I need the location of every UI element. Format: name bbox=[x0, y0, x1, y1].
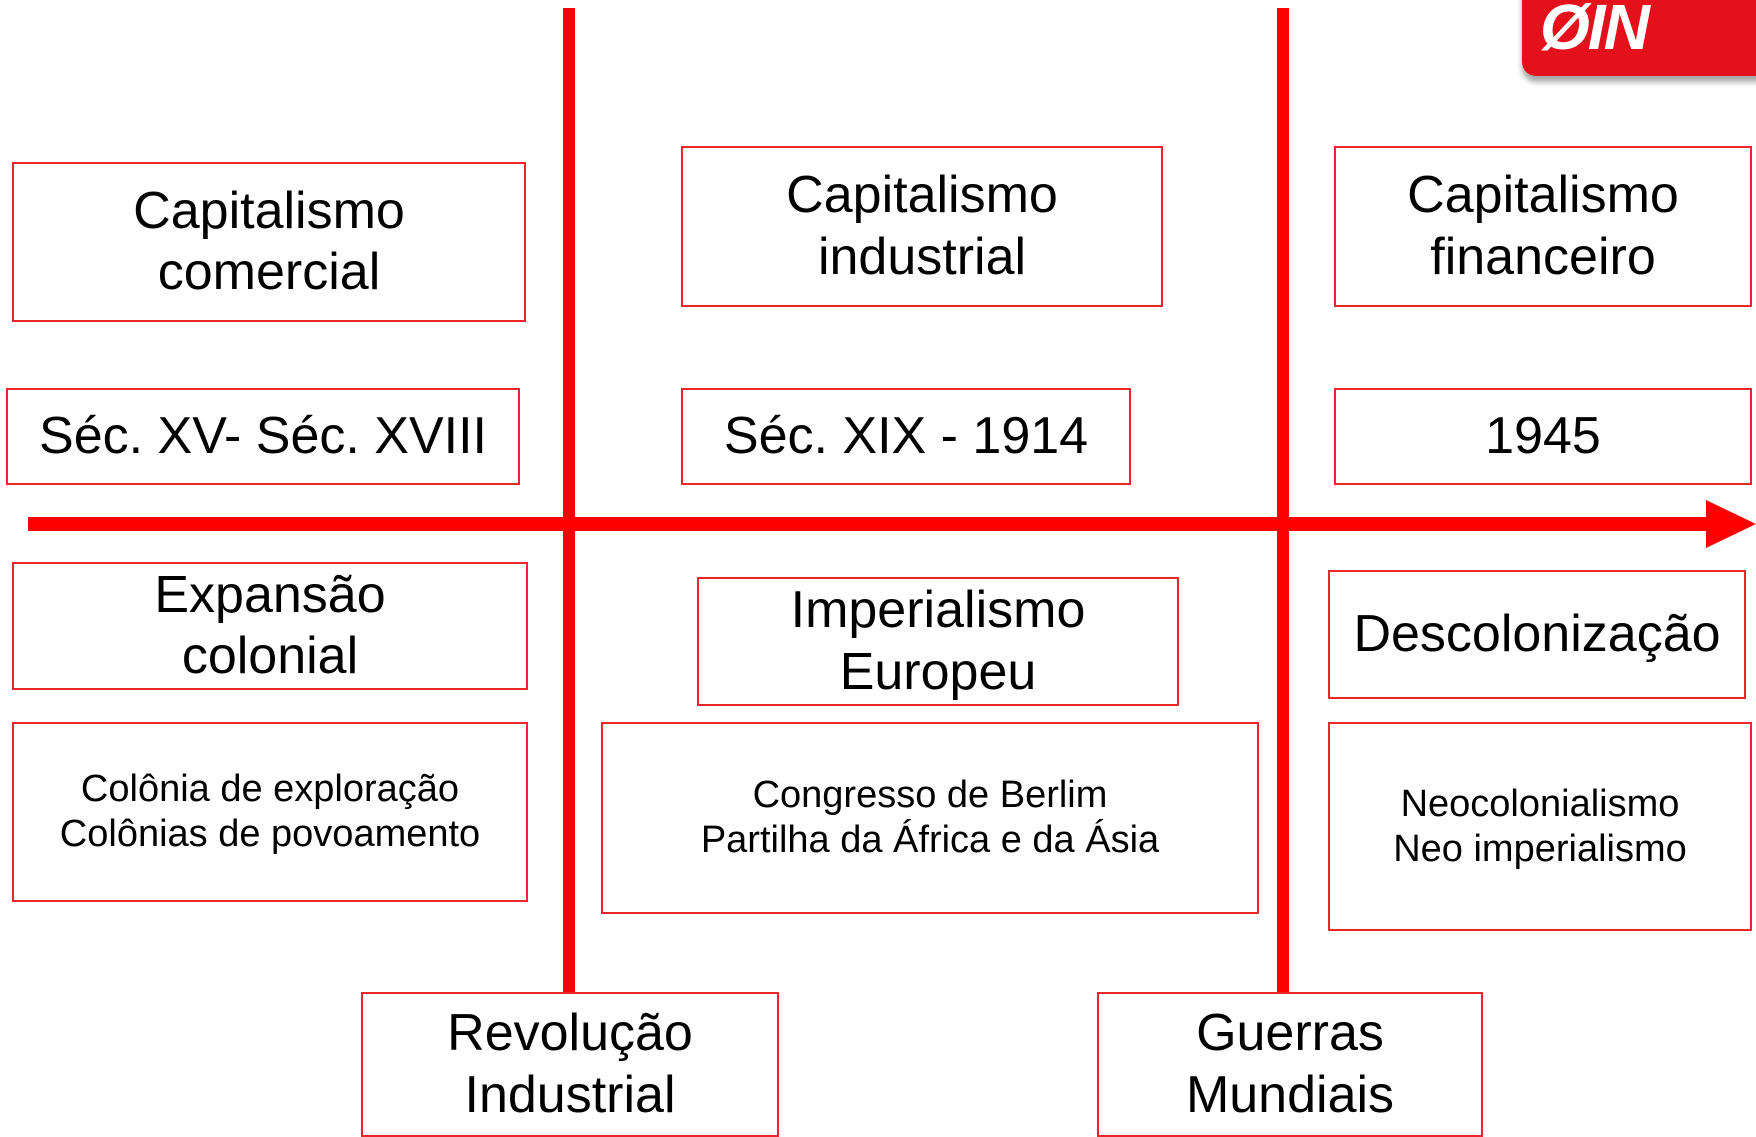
phase-label-line: Capitalismo bbox=[133, 181, 405, 240]
dates-label: Séc. XV- Séc. XVIII bbox=[39, 406, 487, 465]
dates-label: Séc. XIX - 1914 bbox=[723, 406, 1089, 465]
details-box-congresso-berlim: Congresso de Berlim Partilha da África e… bbox=[601, 722, 1259, 914]
divider-label-line: Mundiais bbox=[1185, 1065, 1395, 1124]
brand-logo-mark: ØIN bbox=[1540, 0, 1650, 63]
details-box-colonias: Colônia de exploração Colônias de povoam… bbox=[12, 722, 528, 902]
brand-logo: ØIN bbox=[1522, 0, 1756, 76]
details-label-line: Congresso de Berlim bbox=[752, 774, 1108, 817]
details-label-line: Colônias de povoamento bbox=[59, 813, 481, 855]
divider-label-line: Revolução bbox=[447, 1004, 693, 1063]
phase-label-line: industrial bbox=[817, 227, 1027, 286]
details-label-line: Neocolonialismo bbox=[1400, 782, 1680, 825]
process-label-line: Europeu bbox=[839, 642, 1037, 701]
phase-box-capitalismo-industrial: Capitalismo industrial bbox=[681, 146, 1163, 307]
details-label-line: Partilha da África e da Ásia bbox=[700, 819, 1160, 861]
divider-label-line: Industrial bbox=[464, 1065, 676, 1124]
details-box-neocolonialismo: Neocolonialismo Neo imperialismo bbox=[1328, 722, 1752, 931]
phase-label-line: comercial bbox=[157, 243, 381, 301]
dates-box-seculo-xix-1914: Séc. XIX - 1914 bbox=[681, 388, 1131, 485]
phase-box-capitalismo-financeiro: Capitalismo financeiro bbox=[1334, 146, 1752, 307]
dates-box-seculos-xv-xviii: Séc. XV- Séc. XVIII bbox=[6, 388, 520, 485]
process-box-imperialismo-europeu: Imperialismo Europeu bbox=[697, 577, 1179, 706]
divider-box-revolucao-industrial: Revolução Industrial bbox=[361, 992, 779, 1137]
details-label-line: Colônia de exploração bbox=[80, 768, 460, 811]
process-label-line: Expansão bbox=[154, 565, 386, 624]
phase-label-line: financeiro bbox=[1430, 227, 1656, 286]
process-label-line: Imperialismo bbox=[790, 581, 1086, 640]
phase-label-line: Capitalismo bbox=[1407, 166, 1679, 225]
phase-label-line: Capitalismo bbox=[786, 166, 1058, 225]
timeline-arrowhead-icon bbox=[1706, 500, 1756, 548]
phase-box-capitalismo-comercial: Capitalismo comercial bbox=[12, 162, 526, 322]
details-label-line: Neo imperialismo bbox=[1393, 827, 1687, 870]
process-box-descolonizacao: Descolonização bbox=[1328, 570, 1746, 699]
divider-label-line: Guerras bbox=[1196, 1004, 1384, 1063]
process-label-line: colonial bbox=[181, 627, 359, 685]
dates-label: 1945 bbox=[1485, 406, 1601, 465]
process-box-expansao-colonial: Expansão colonial bbox=[12, 562, 528, 690]
divider-box-guerras-mundiais: Guerras Mundiais bbox=[1097, 992, 1483, 1137]
process-label-line: Descolonização bbox=[1353, 604, 1721, 663]
dates-box-1945: 1945 bbox=[1334, 388, 1752, 485]
